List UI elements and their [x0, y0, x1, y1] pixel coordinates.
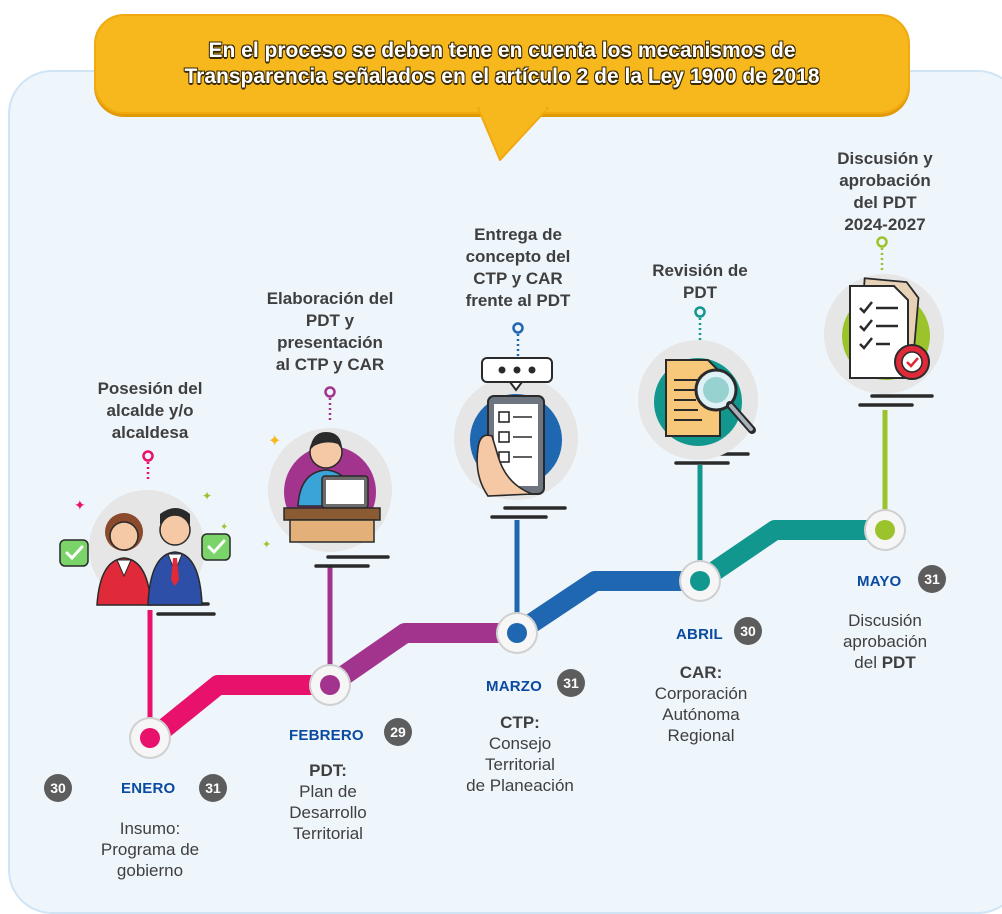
month-label-febrero: FEBRERO — [289, 727, 364, 744]
timeline-node-dot — [320, 675, 340, 695]
month-label-enero: ENERO — [121, 780, 176, 797]
month-label-marzo: MARZO — [486, 678, 542, 695]
phone-checklist-icon — [454, 357, 578, 500]
pin-icon — [142, 450, 154, 482]
svg-text:✦: ✦ — [74, 498, 86, 514]
step-desc-marzo: CTP: Consejo Territorial de Planeación — [466, 713, 574, 795]
pin-icon — [512, 322, 524, 356]
pin-icon — [876, 236, 888, 270]
path-segment-marzo — [507, 571, 710, 643]
svg-text:✦: ✦ — [202, 489, 212, 503]
timeline-node-dot — [507, 623, 527, 643]
svg-text:✦: ✦ — [268, 431, 281, 450]
day-badge: 31 — [557, 669, 585, 697]
callout-bubble: En el proceso se deben tene en cuenta lo… — [94, 14, 910, 114]
laptop-worker-icon: ✦ ✦ — [262, 428, 392, 552]
path-segment-enero — [140, 675, 340, 750]
callout-text: En el proceso se deben tene en cuenta lo… — [96, 38, 908, 90]
step-desc-enero: Insumo: Programa de gobierno — [100, 819, 200, 880]
officials-icon: ✦ ✦ ✦ — [59, 489, 231, 606]
step-title-febrero: Elaboración del PDT y presentación al CT… — [266, 289, 394, 374]
callout-line-2: Transparencia señalados en el artículo 2… — [184, 65, 820, 88]
step-title-mayo: Discusión y aprobación del PDT 2024-2027 — [837, 149, 933, 234]
path-segment-abril — [690, 520, 895, 591]
approved-checklist-icon — [824, 274, 944, 394]
day-badge: 30 — [734, 617, 762, 645]
timeline-node-dot — [140, 728, 160, 748]
day-badge: 29 — [384, 718, 412, 746]
timeline-node-dot — [875, 520, 895, 540]
day-badge: 30 — [44, 774, 72, 802]
day-badge: 31 — [199, 774, 227, 802]
step-title-marzo: Entrega de concepto del CTP y CAR frente… — [465, 225, 571, 310]
month-label-abril: ABRIL — [676, 626, 723, 643]
document-search-icon — [638, 340, 758, 460]
svg-text:✦: ✦ — [262, 538, 271, 551]
pin-icon — [324, 386, 336, 420]
day-badge: 31 — [918, 565, 946, 593]
path-segment-febrero — [320, 623, 527, 695]
step-desc-mayo: Discusión aprobación del PDT — [842, 611, 928, 672]
month-label-mayo: MAYO — [857, 573, 902, 590]
step-title-enero: Posesión del alcalde y/o alcaldesa — [97, 379, 203, 442]
timeline-node-dot — [690, 571, 710, 591]
callout-line-1: En el proceso se deben tene en cuenta lo… — [208, 39, 796, 62]
svg-text:✦: ✦ — [220, 522, 228, 533]
pin-icon — [694, 306, 706, 340]
step-desc-febrero: PDT: Plan de Desarrollo Territorial — [289, 761, 367, 843]
step-desc-abril: CAR: Corporación Autónoma Regional — [654, 663, 748, 745]
step-title-abril: Revisión de PDT — [652, 261, 748, 302]
